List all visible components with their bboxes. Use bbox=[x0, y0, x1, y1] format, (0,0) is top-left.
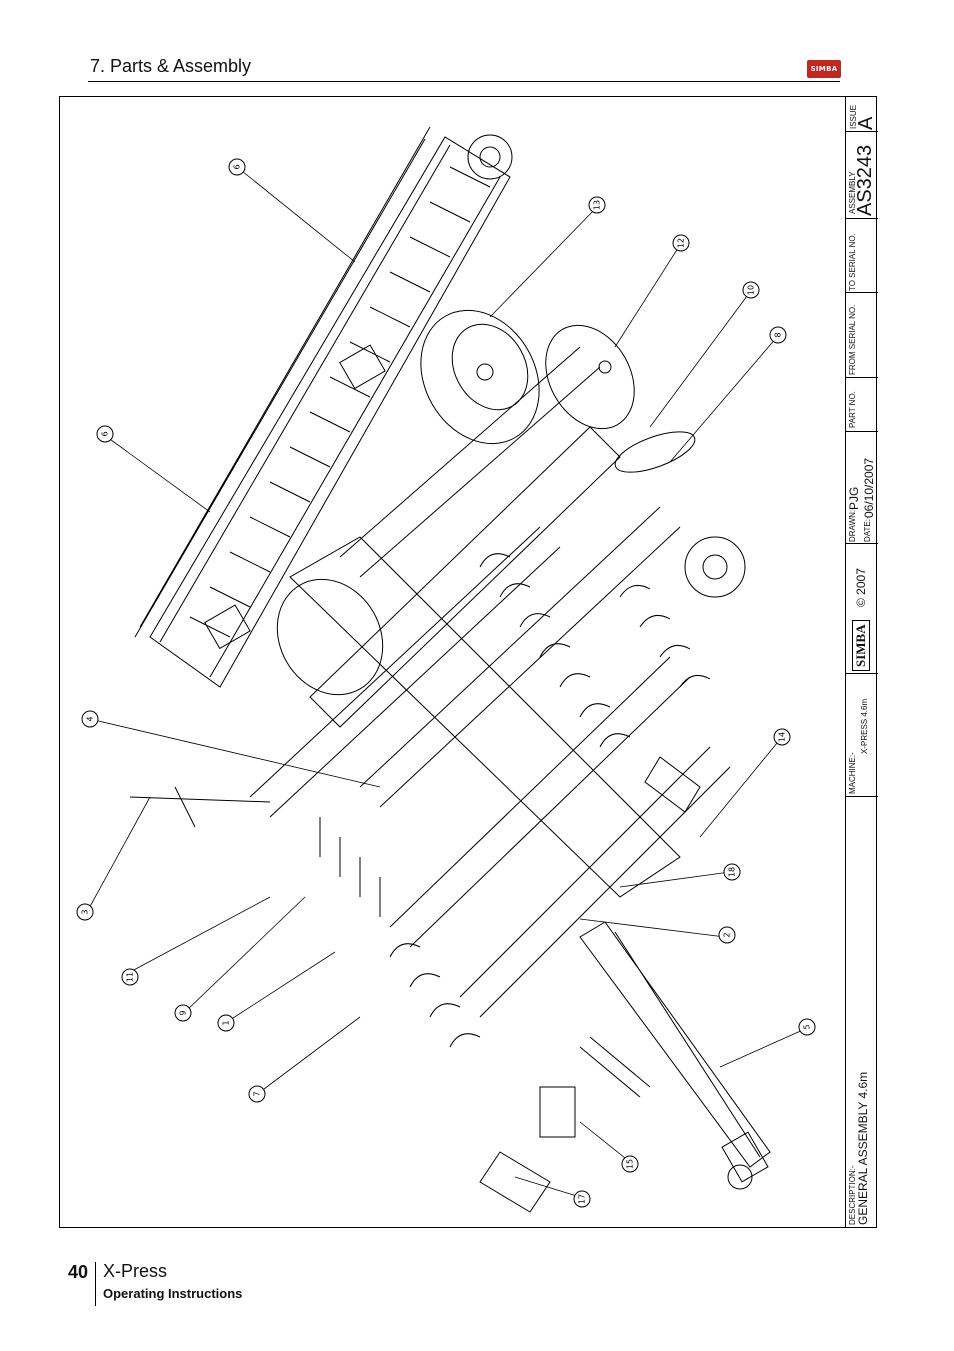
balloon-15: 15 bbox=[621, 1155, 639, 1173]
balloon-3: 3 bbox=[76, 903, 94, 921]
from-serial-cell: FROM SERIAL NO. bbox=[846, 293, 878, 378]
balloon-7: 7 bbox=[248, 1085, 266, 1103]
svg-text:2: 2 bbox=[723, 932, 732, 937]
item-balloons: 6 6 13 12 10 8 4 14 18 3 2 11 9 1 5 7 15… bbox=[76, 158, 816, 1208]
title-block: ISSUE A ASSEMBLY AS3243 TO SERIAL NO. FR… bbox=[845, 97, 878, 1227]
leader-lines bbox=[86, 166, 806, 1198]
section-title: 7. Parts & Assembly bbox=[90, 56, 252, 76]
loose-parts-drawing bbox=[129, 756, 701, 1213]
issue-cell: ISSUE A bbox=[846, 97, 878, 132]
product-name: X-Press bbox=[103, 1261, 168, 1281]
document-subtitle: Operating Instructions bbox=[103, 1286, 243, 1301]
assembly-drawing: 6 6 13 12 10 8 4 14 18 3 2 11 9 1 5 7 15… bbox=[76, 126, 816, 1213]
balloon-6-top: 6 bbox=[228, 158, 246, 176]
balloon-18: 18 bbox=[723, 863, 741, 881]
svg-text:1: 1 bbox=[222, 1020, 231, 1025]
from-serial-label: FROM SERIAL NO. bbox=[848, 304, 857, 375]
description-cell: DESCRIPTION:- GENERAL ASSEMBLY 4.6m bbox=[846, 797, 878, 1227]
svg-text:6: 6 bbox=[101, 431, 110, 436]
date-label: DATE:- bbox=[863, 516, 872, 542]
drawn-value: PJG bbox=[847, 486, 861, 510]
frame-drawing bbox=[249, 346, 731, 1018]
part-no-label: PART NO. bbox=[848, 391, 857, 428]
drawbar-drawing bbox=[579, 921, 771, 1190]
balloon-11: 11 bbox=[121, 968, 139, 986]
svg-text:12: 12 bbox=[677, 238, 686, 248]
svg-text:7: 7 bbox=[253, 1091, 262, 1096]
machine-value: X-PRESS 4.6m bbox=[860, 698, 869, 754]
issue-value: A bbox=[855, 116, 877, 130]
brand-cell: © 2007 SIMBA bbox=[846, 544, 878, 674]
roller-drawing bbox=[134, 126, 513, 688]
balloon-12: 12 bbox=[672, 234, 690, 252]
balloon-14: 14 bbox=[773, 728, 791, 746]
wheels-drawing bbox=[276, 309, 746, 696]
svg-text:9: 9 bbox=[179, 1010, 188, 1015]
to-serial-label: TO SERIAL NO. bbox=[848, 233, 857, 291]
balloon-6-left: 6 bbox=[96, 425, 114, 443]
balloon-17: 17 bbox=[573, 1190, 591, 1208]
svg-text:13: 13 bbox=[593, 200, 602, 210]
date-value: 06/10/2007 bbox=[862, 457, 876, 518]
machine-cell: MACHINE:- X-PRESS 4.6m bbox=[846, 674, 878, 797]
assembly-cell: ASSEMBLY AS3243 bbox=[846, 132, 878, 219]
balloon-2: 2 bbox=[718, 926, 736, 944]
part-no-cell: PART NO. bbox=[846, 378, 878, 432]
svg-text:5: 5 bbox=[803, 1024, 812, 1029]
logo-text: SIMBA bbox=[810, 65, 838, 73]
svg-text:17: 17 bbox=[578, 1194, 587, 1204]
svg-text:6: 6 bbox=[233, 164, 242, 169]
balloon-9: 9 bbox=[174, 1004, 192, 1022]
drawing-frame: 6 6 13 12 10 8 4 14 18 3 2 11 9 1 5 7 15… bbox=[59, 96, 878, 1228]
svg-text:15: 15 bbox=[626, 1159, 635, 1169]
balloon-13: 13 bbox=[588, 196, 606, 214]
balloon-10: 10 bbox=[742, 281, 760, 299]
svg-text:10: 10 bbox=[747, 285, 756, 295]
header-rule bbox=[88, 81, 840, 82]
copyright: © 2007 bbox=[854, 568, 868, 607]
balloon-1: 1 bbox=[217, 1014, 235, 1032]
simba-logo: SIMBA bbox=[807, 60, 841, 78]
svg-text:14: 14 bbox=[778, 732, 787, 742]
svg-text:11: 11 bbox=[126, 972, 135, 982]
assembly-number: AS3243 bbox=[854, 144, 876, 216]
svg-text:8: 8 bbox=[774, 332, 783, 337]
svg-text:3: 3 bbox=[81, 909, 90, 914]
footer-rule bbox=[95, 1262, 96, 1306]
svg-text:18: 18 bbox=[728, 867, 737, 877]
brand-mark: SIMBA bbox=[852, 620, 870, 671]
balloon-5: 5 bbox=[798, 1018, 816, 1036]
drawn-label: DRAWN:- bbox=[848, 507, 857, 542]
balloon-8: 8 bbox=[769, 326, 787, 344]
drawn-date-cell: DRAWN:- PJG DATE:- 06/10/2007 bbox=[846, 432, 878, 544]
to-serial-cell: TO SERIAL NO. bbox=[846, 219, 878, 293]
svg-text:4: 4 bbox=[86, 716, 95, 721]
page-number: 40 bbox=[68, 1262, 89, 1282]
description-value: GENERAL ASSEMBLY 4.6m bbox=[856, 1071, 870, 1225]
disc-rows-drawing bbox=[319, 553, 711, 1048]
balloon-4: 4 bbox=[81, 710, 99, 728]
machine-label: MACHINE:- bbox=[848, 752, 857, 794]
